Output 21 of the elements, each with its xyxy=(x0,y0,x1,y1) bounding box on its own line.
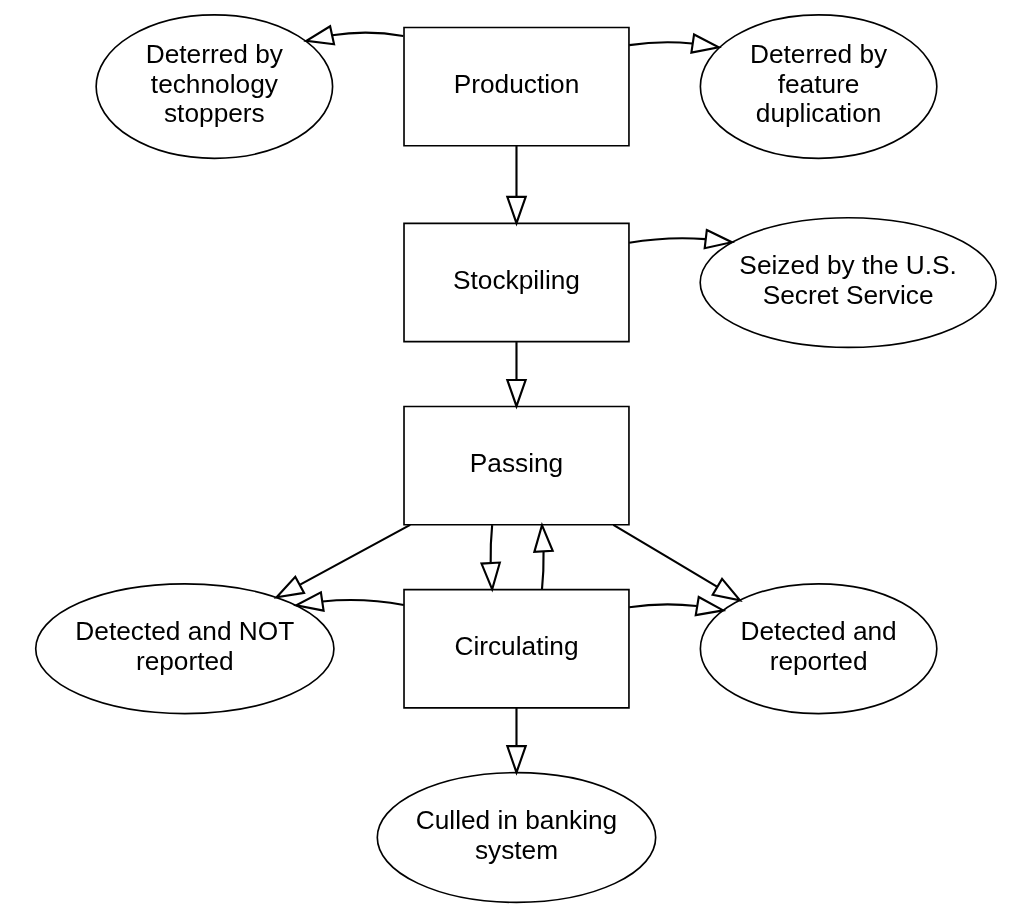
arrow xyxy=(628,595,726,617)
arrow xyxy=(505,342,527,410)
arrow xyxy=(628,32,722,54)
node-box: Production xyxy=(402,26,630,147)
arrow xyxy=(505,146,527,227)
node-ellipse: Seized by the U.S. Secret Service xyxy=(698,216,997,349)
arrow xyxy=(505,708,527,776)
arrow xyxy=(273,523,411,599)
node-ellipse: Deterred by feature duplication xyxy=(699,14,938,160)
node-box: Passing xyxy=(402,405,630,526)
node-box: Circulating xyxy=(402,588,630,709)
arrow xyxy=(532,521,554,590)
arrow xyxy=(292,590,404,612)
node-ellipse: Detected and NOT reported xyxy=(34,583,335,715)
arrow xyxy=(479,525,501,593)
node-box: Stockpiling xyxy=(402,222,630,343)
arrow xyxy=(612,524,743,602)
node-ellipse: Detected and reported xyxy=(699,583,938,715)
node-ellipse: Culled in banking system xyxy=(376,771,656,904)
arrow xyxy=(628,228,735,250)
arrow xyxy=(302,24,403,46)
